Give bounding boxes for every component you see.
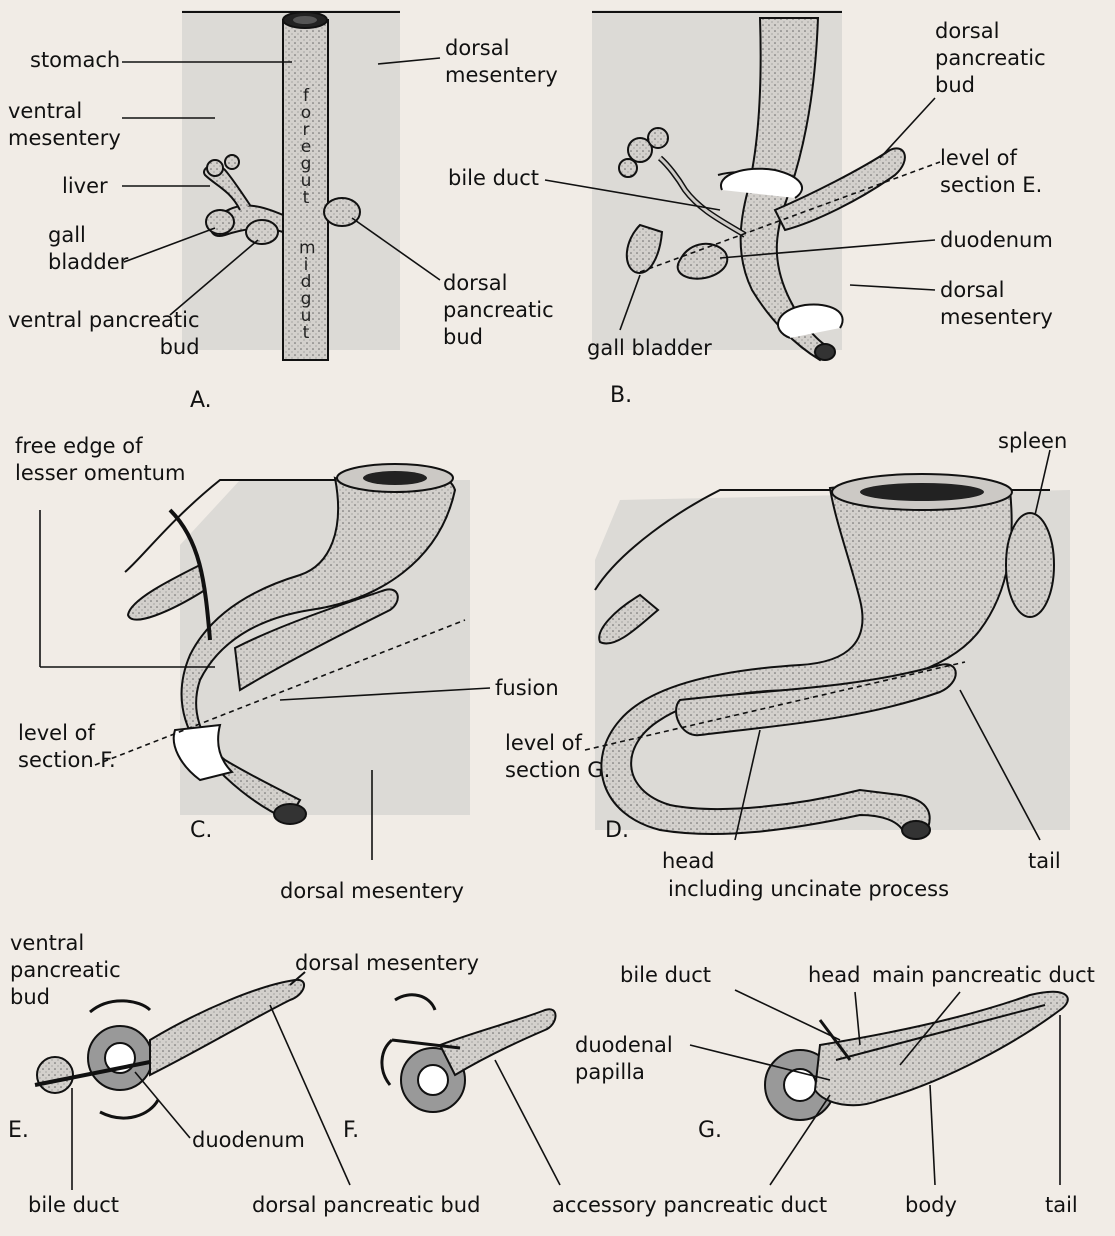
label-gall-bladder-b: gall bladder: [587, 335, 712, 362]
label-bile-duct-g: bile duct: [620, 962, 711, 989]
label-head-d: head: [662, 848, 714, 875]
label-level-of-section-g: level of section G.: [505, 730, 610, 784]
label-bile-duct-e: bile duct: [28, 1192, 119, 1219]
label-dorsal-pancreatic-bud-b: dorsal pancreatic bud: [935, 18, 1046, 99]
label-dorsal-mesentery-e: dorsal mesentery: [295, 950, 479, 977]
rotation-arrow-e2: [100, 1100, 158, 1118]
label-spleen: spleen: [998, 428, 1067, 455]
panel-letter-b: B.: [610, 383, 632, 408]
label-liver: liver: [62, 173, 108, 200]
label-free-edge-lesser-omentum: free edge of lesser omentum: [15, 433, 185, 487]
label-accessory-pancreatic-duct: accessory pancreatic duct: [552, 1192, 827, 1219]
label-stomach: stomach: [30, 47, 120, 74]
label-ventral-mesentery: ventral mesentery: [8, 98, 121, 152]
label-tail-g: tail: [1045, 1192, 1078, 1219]
label-duodenal-papilla: duodenal papilla: [575, 1032, 673, 1086]
label-tail-d: tail: [1028, 848, 1061, 875]
label-dorsal-mesentery-b: dorsal mesentery: [940, 277, 1053, 331]
label-body: body: [905, 1192, 957, 1219]
ventral-bud-a: [246, 220, 278, 244]
panel-letter-e: E.: [8, 1118, 29, 1143]
spleen: [1006, 513, 1054, 617]
label-ventral-pancreatic-bud-e: ventral pancreatic bud: [10, 930, 121, 1011]
dorsal-bud-a: [324, 198, 360, 226]
label-bile-duct-b: bile duct: [448, 165, 539, 192]
label-midgut: midgut: [299, 240, 313, 342]
label-fusion: fusion: [495, 675, 559, 702]
dorsal-bud-e: [150, 980, 304, 1075]
panel-c: [40, 464, 490, 860]
label-gall-bladder-a: gall bladder: [48, 222, 128, 276]
label-dorsal-pancreatic-bud-a: dorsal pancreatic bud: [443, 270, 554, 351]
label-main-pancreatic-duct: main pancreatic duct: [872, 962, 1095, 989]
label-level-of-section-f: level of section F.: [18, 720, 116, 774]
label-ventral-pancreatic-bud-a: ventral pancreatic bud: [8, 307, 200, 361]
panel-letter-d: D.: [605, 818, 629, 843]
panel-f: [382, 995, 560, 1185]
label-dorsal-mesentery-a: dorsal mesentery: [445, 35, 558, 89]
rotation-arrow-f: [382, 1040, 392, 1085]
panel-letter-c: C.: [190, 818, 212, 843]
label-including-uncinate: including uncinate process: [668, 876, 949, 903]
label-dorsal-mesentery-c: dorsal mesentery: [280, 878, 464, 905]
panel-letter-a: A.: [190, 388, 212, 413]
label-duodenum-b: duodenum: [940, 227, 1053, 254]
label-foregut: foregut: [299, 88, 313, 207]
panel-letter-g: G.: [698, 1118, 722, 1143]
panel-g: [690, 990, 1068, 1185]
panel-d: [585, 450, 1070, 840]
label-duodenum-e: duodenum: [192, 1127, 305, 1154]
panel-b: [545, 10, 940, 360]
label-head-g: head: [808, 962, 860, 989]
label-level-of-section-e: level of section E.: [940, 145, 1042, 199]
ventral-bud-e: [37, 1057, 73, 1093]
panel-letter-f: F.: [343, 1118, 359, 1143]
label-dorsal-pancreatic-bud-e: dorsal pancreatic bud: [252, 1192, 480, 1219]
